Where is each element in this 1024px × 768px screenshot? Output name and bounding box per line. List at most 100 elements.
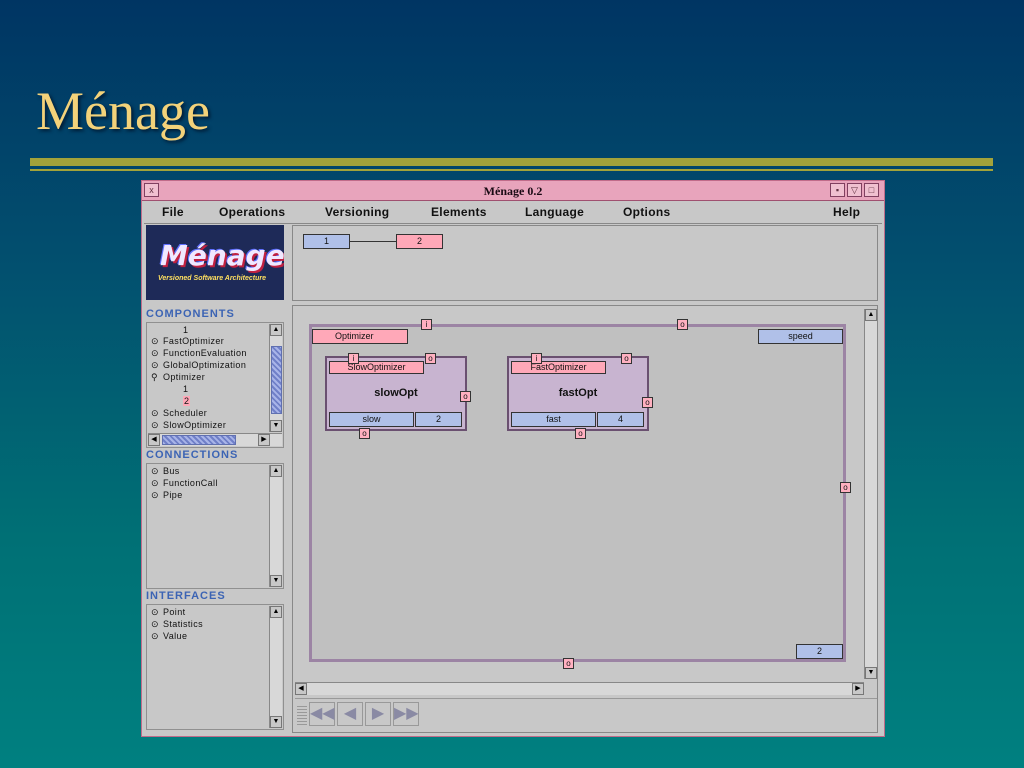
menu-language[interactable]: Language [525,205,585,219]
menu-elements[interactable]: Elements [431,205,487,219]
scroll-right-arrow[interactable]: ▶ [852,683,864,695]
next-button[interactable]: ▶ [365,702,391,726]
version-node-1[interactable]: 1 [303,234,350,249]
title-bar[interactable]: x Ménage 0.2 ▪ ▽ □ [142,181,884,201]
expand-node-icon: ⊙ [151,466,159,476]
fast-prop-value[interactable]: 4 [597,412,644,427]
list-item-selected[interactable]: 2 [183,396,191,406]
list-item[interactable]: ⚲Optimizer [151,372,206,382]
nav-bar: ◀◀ ◀ ▶ ▶▶ [295,698,877,731]
components-list[interactable]: 1 ⊙FastOptimizer ⊙FunctionEvaluation ⊙Gl… [146,322,284,448]
list-item[interactable]: ⊙Point [151,607,186,617]
scroll-up-arrow[interactable]: ▲ [865,309,877,321]
menu-versioning[interactable]: Versioning [325,205,390,219]
slow-in-port[interactable]: i [348,353,359,364]
close-button[interactable]: x [144,183,159,197]
components-vscroll[interactable]: ▲ ▼ [269,324,282,432]
resize-grip[interactable] [297,705,307,725]
scroll-up-arrow[interactable]: ▲ [270,606,282,618]
fast-out-port-bottom[interactable]: o [575,428,586,439]
fast-optimizer-component[interactable]: FastOptimizer fastOpt fast 4 [507,356,649,431]
slow-out-port-top[interactable]: o [425,353,436,364]
menu-bar: File Operations Versioning Elements Lang… [144,201,882,224]
scroll-up-arrow[interactable]: ▲ [270,324,282,336]
connections-list[interactable]: ⊙Bus ⊙FunctionCall ⊙Pipe ▲ ▼ [146,463,284,589]
expand-node-icon: ⊙ [151,348,159,358]
list-item[interactable]: ⊙GlobalOptimization [151,360,247,370]
outer-out-port-right[interactable]: o [840,482,851,493]
interfaces-list[interactable]: ⊙Point ⊙Statistics ⊙Value ▲ ▼ [146,604,284,730]
hscroll-thumb[interactable] [162,435,236,445]
menu-options[interactable]: Options [623,205,671,219]
interfaces-vscroll[interactable]: ▲ ▼ [269,606,282,728]
fast-in-port[interactable]: i [531,353,542,364]
version-edge [350,241,396,242]
list-item[interactable]: ⊙FastOptimizer [151,336,225,346]
expand-node-icon: ⊙ [151,408,159,418]
maximize-button[interactable]: ▽ [847,183,862,197]
left-pane: Ménage Versioned Software Architecture C… [146,225,284,733]
list-item[interactable]: ⊙Bus [151,466,180,476]
slow-prop-value[interactable]: 2 [415,412,462,427]
scroll-down-arrow[interactable]: ▼ [270,420,282,432]
slow-prop-name[interactable]: slow [329,412,414,427]
fast-out-port-top[interactable]: o [621,353,632,364]
outer-out-port-bottom[interactable]: o [563,658,574,669]
previous-button[interactable]: ◀ [337,702,363,726]
optimizer-component[interactable]: Optimizer speed 2 SlowOptimizer slowOpt … [309,324,846,662]
list-item[interactable]: ⊙Pipe [151,490,183,500]
scroll-right-arrow[interactable]: ▶ [258,434,270,446]
fast-out-port-right[interactable]: o [642,397,653,408]
scroll-left-arrow[interactable]: ◀ [295,683,307,695]
list-item[interactable]: ⊙Statistics [151,619,204,629]
scroll-down-arrow[interactable]: ▼ [270,575,282,587]
first-button[interactable]: ◀◀ [309,702,335,726]
list-item[interactable]: 1 [183,384,189,394]
list-item[interactable]: ⊙SlowOptimizer [151,420,227,430]
canvas-hscroll[interactable]: ◀ ▶ [295,682,864,695]
connections-vscroll[interactable]: ▲ ▼ [269,465,282,587]
open-node-icon: ⚲ [151,372,158,382]
outer-property-value[interactable]: 2 [796,644,843,659]
slide-title: Ménage [36,81,210,141]
window-title: Ménage 0.2 [483,184,543,198]
minimize-button[interactable]: ▪ [830,183,845,197]
slow-out-port-bottom[interactable]: o [359,428,370,439]
scroll-down-arrow[interactable]: ▼ [270,716,282,728]
components-hscroll[interactable]: ◀ ▶ [148,433,282,446]
speed-property[interactable]: speed [758,329,843,344]
menu-operations[interactable]: Operations [219,205,286,219]
version-node-2[interactable]: 2 [396,234,443,249]
list-item[interactable]: ⊙Value [151,631,188,641]
slow-optimizer-component[interactable]: SlowOptimizer slowOpt slow 2 [325,356,467,431]
list-item[interactable]: 1 [183,325,189,335]
scroll-left-arrow[interactable]: ◀ [148,434,160,446]
slow-optimizer-name: slowOpt [374,387,418,399]
last-button[interactable]: ▶▶ [393,702,419,726]
expand-node-icon: ⊙ [151,619,159,629]
fast-prop-name[interactable]: fast [511,412,596,427]
expand-node-icon: ⊙ [151,336,159,346]
scroll-down-arrow[interactable]: ▼ [865,667,877,679]
optimizer-label[interactable]: Optimizer [312,329,408,344]
logo: Ménage Versioned Software Architecture [146,225,284,300]
scroll-thumb[interactable] [271,346,282,414]
outer-in-port[interactable]: i [421,319,432,330]
list-item[interactable]: ⊙FunctionEvaluation [151,348,247,358]
menu-help[interactable]: Help [833,205,861,219]
expand-node-icon: ⊙ [151,478,159,488]
expand-node-icon: ⊙ [151,631,159,641]
slow-out-port-right[interactable]: o [460,391,471,402]
interfaces-header: INTERFACES [146,590,284,604]
outer-out-port-top[interactable]: o [677,319,688,330]
connections-header: CONNECTIONS [146,449,284,463]
menu-file[interactable]: File [162,205,184,219]
architecture-canvas: Optimizer speed 2 SlowOptimizer slowOpt … [292,305,878,733]
list-item[interactable]: ⊙Scheduler [151,408,208,418]
fast-optimizer-type: FastOptimizer [511,361,606,374]
scroll-up-arrow[interactable]: ▲ [270,465,282,477]
title-rule-thin [30,169,993,171]
canvas-vscroll[interactable]: ▲ ▼ [864,309,877,679]
restore-button[interactable]: □ [864,183,879,197]
list-item[interactable]: ⊙FunctionCall [151,478,218,488]
